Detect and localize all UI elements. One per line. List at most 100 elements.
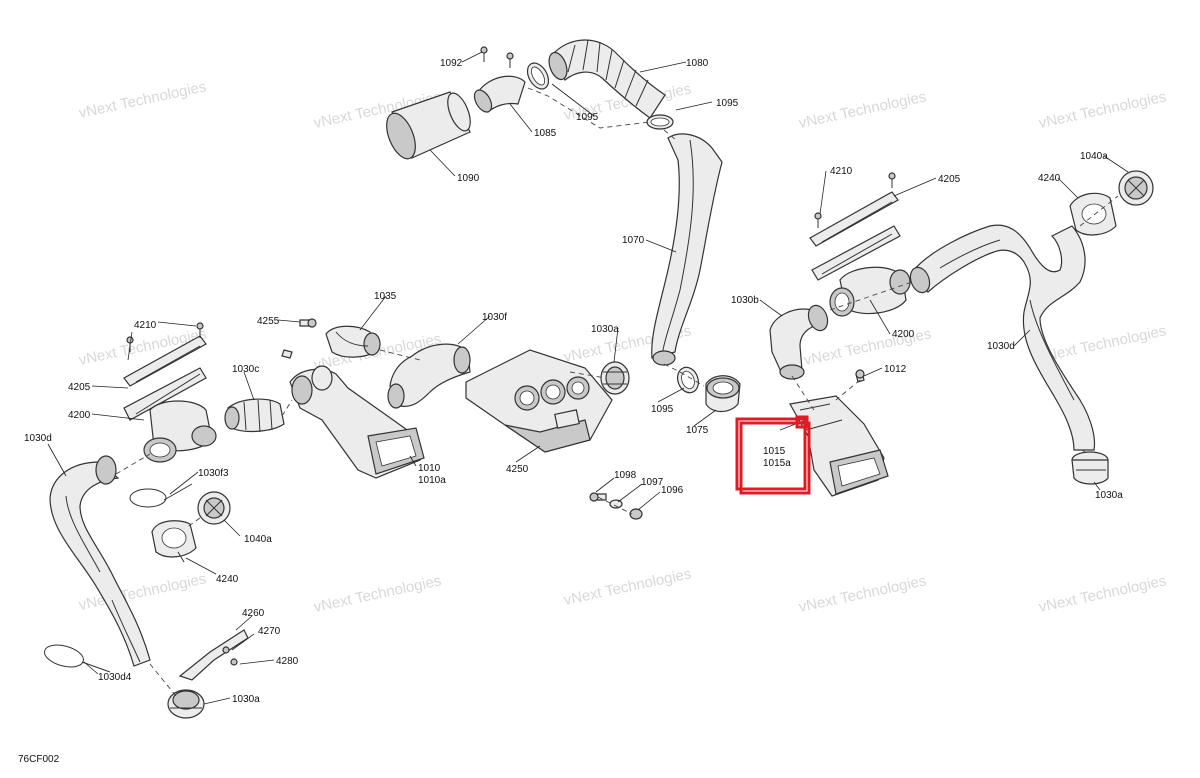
callout-1015: 1015: [763, 446, 786, 457]
cable-tie-part: [129, 483, 193, 508]
callout-1070: 1070: [622, 235, 645, 246]
screw-part: [299, 318, 317, 328]
callout-4270: 4270: [258, 626, 281, 637]
coupler-part: [705, 375, 741, 413]
callout-1030a: 1030a: [232, 694, 260, 705]
cable-tie-part: [44, 644, 111, 673]
callout-labels: 1092 1080 1095 1095 1085 1090 1070 4210 …: [24, 58, 1123, 705]
clamp-part: [646, 114, 674, 130]
callout-4250: 4250: [506, 464, 529, 475]
adapter-elbow-part: [473, 75, 526, 113]
air-filter-part: [386, 91, 471, 160]
highlight-corner-marker: [795, 415, 809, 429]
mounting-rail-part: [123, 335, 207, 421]
elbow-hose-part: [769, 304, 829, 380]
watermark: vNext Technologies: [77, 78, 208, 122]
callout-1085: 1085: [534, 128, 557, 139]
watermark: vNext Technologies: [312, 572, 443, 616]
highlight-frame: [735, 417, 807, 491]
watermark: vNext Technologies: [1037, 322, 1168, 366]
callout-4200: 4200: [892, 329, 915, 340]
callout-4205: 4205: [938, 174, 961, 185]
callout-4260: 4260: [242, 608, 265, 619]
watermark: vNext Technologies: [797, 572, 928, 616]
watermark: vNext Technologies: [1037, 88, 1168, 132]
screw-part: [814, 212, 822, 228]
callout-1030d4: 1030d4: [98, 672, 132, 683]
callout-1010: 1010: [418, 463, 441, 474]
callout-1035: 1035: [374, 291, 397, 302]
support-bracket-part: [178, 629, 249, 681]
leader-lines: [47, 51, 1129, 705]
long-tube-part: [651, 133, 723, 366]
mounting-rail-part: [809, 191, 901, 281]
highlight-box: [735, 415, 811, 495]
callout-1095: 1095: [576, 112, 599, 123]
watermark: vNext Technologies: [797, 88, 928, 132]
callout-1030f: 1030f: [482, 312, 507, 323]
callout-1030a: 1030a: [591, 324, 619, 335]
callout-4240: 4240: [1038, 173, 1061, 184]
long-hose-part: [49, 455, 151, 667]
boot-coupler-part: [167, 689, 205, 719]
clip-bracket-part: [151, 520, 197, 563]
cap-part: [325, 325, 381, 358]
callout-1095: 1095: [716, 98, 739, 109]
screw-part: [888, 172, 896, 188]
callout-4240: 4240: [216, 574, 239, 585]
callout-1030a: 1030a: [1095, 490, 1123, 501]
screw-part: [196, 322, 204, 338]
callout-1097: 1097: [641, 477, 664, 488]
long-hose-part: [909, 224, 1096, 451]
clamp-part: [526, 62, 550, 90]
callout-1030d: 1030d: [987, 341, 1015, 352]
parts-group: [44, 39, 1154, 719]
callout-1040a: 1040a: [1080, 151, 1108, 162]
callout-1030f3: 1030f3: [198, 468, 229, 479]
callout-1012: 1012: [884, 364, 907, 375]
corrugated-duct-part: [548, 39, 666, 119]
callout-1095: 1095: [651, 404, 674, 415]
callout-1096: 1096: [661, 485, 684, 496]
callout-1030d: 1030d: [24, 433, 52, 444]
callout-4210: 4210: [830, 166, 853, 177]
boot-coupler-part: [600, 361, 630, 395]
callout-1075: 1075: [686, 425, 709, 436]
washer-part: [609, 499, 623, 509]
screw-part: [281, 349, 293, 359]
figure-code: 76CF002: [18, 754, 60, 765]
airbox-part: [143, 400, 217, 463]
callout-1010a: 1010a: [418, 475, 446, 486]
assembly-lines: [115, 87, 1119, 697]
callout-1080: 1080: [686, 58, 709, 69]
highlight-frame-offset: [739, 421, 811, 495]
vent-cap-part: [197, 491, 231, 525]
watermark: vNext Technologies: [562, 565, 693, 609]
watermark: vNext Technologies: [1037, 572, 1168, 616]
bezel-panel-part: [465, 349, 613, 453]
vent-cap-part: [1118, 170, 1154, 206]
callout-1092: 1092: [440, 58, 463, 69]
right-intake-housing-part: [789, 395, 889, 497]
callout-1015a: 1015a: [763, 458, 791, 469]
intake-housing-part: [289, 365, 425, 479]
coupler-tube-part: [224, 398, 285, 433]
screw-part: [480, 46, 488, 62]
callout-1040a: 1040a: [244, 534, 272, 545]
callout-1030c: 1030c: [232, 364, 259, 375]
callout-1030b: 1030b: [731, 295, 759, 306]
flex-duct-part: [387, 343, 471, 409]
callout-4205: 4205: [68, 382, 91, 393]
callout-1090: 1090: [457, 173, 480, 184]
callout-4280: 4280: [276, 656, 299, 667]
clip-bracket-part: [1069, 192, 1117, 236]
callout-4200: 4200: [68, 410, 91, 421]
screw-part: [506, 52, 514, 68]
callout-1098: 1098: [614, 470, 637, 481]
callout-4210: 4210: [134, 320, 157, 331]
nut-part: [629, 508, 643, 520]
screw-part: [855, 369, 865, 383]
airbox-part: [829, 266, 911, 317]
